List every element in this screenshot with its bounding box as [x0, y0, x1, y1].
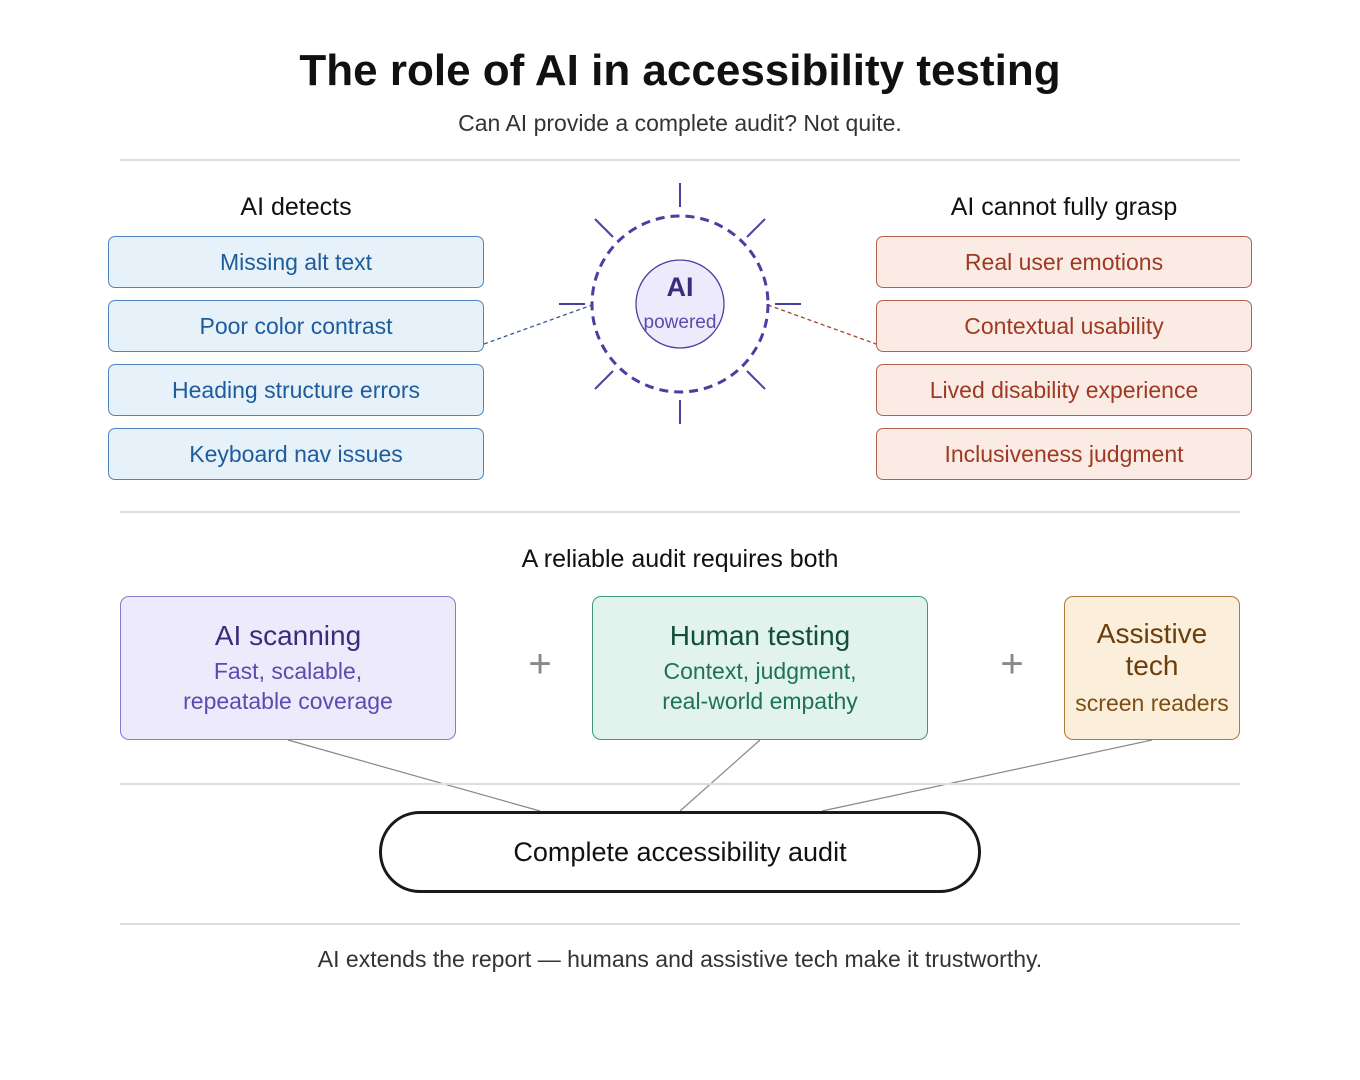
card-assistive-tech: Assistive tech screen readers	[1064, 596, 1240, 740]
detects-item-alt-text: Missing alt text	[108, 236, 484, 288]
connector-detects	[483, 304, 593, 345]
limits-item-usability: Contextual usability	[876, 300, 1252, 352]
ai-badge-label: AI	[666, 272, 694, 302]
card-human-testing: Human testing Context, judgment, real-wo…	[592, 596, 928, 740]
merge-lines	[287, 739, 1153, 812]
footer-note: AI extends the report — humans and assis…	[317, 946, 1043, 972]
divider-top	[120, 159, 1240, 161]
ai-ring	[590, 214, 770, 394]
plus-sign-1: +	[528, 642, 552, 686]
limits-item-experience: Lived disability experience	[876, 364, 1252, 416]
plus-sign-2: +	[1000, 642, 1024, 686]
complete-audit-pill: Complete accessibility audit	[379, 811, 981, 893]
card-ai-scanning: AI scanning Fast, scalable, repeatable c…	[120, 596, 456, 740]
page-title: The role of AI in accessibility testing	[299, 46, 1061, 95]
limits-item-judgment: Inclusiveness judgment	[876, 428, 1252, 480]
card-assistive-tech-title: Assistive tech	[1096, 618, 1208, 681]
detects-item-keyboard: Keyboard nav issues	[108, 428, 484, 480]
connector-limits	[767, 304, 877, 345]
divider-lower	[120, 783, 1240, 785]
detects-item-heading: Heading structure errors	[108, 364, 484, 416]
detects-item-contrast: Poor color contrast	[108, 300, 484, 352]
limits-heading: AI cannot fully grasp	[950, 193, 1178, 221]
limits-item-emotions: Real user emotions	[876, 236, 1252, 288]
card-ai-scanning-subtitle: Fast, scalable, repeatable coverage	[183, 658, 393, 714]
card-human-testing-subtitle: Context, judgment, real-world empathy	[662, 658, 858, 714]
detects-heading: AI detects	[240, 193, 352, 221]
requirements-heading: A reliable audit requires both	[521, 545, 839, 573]
ai-badge-circle	[635, 259, 725, 349]
card-ai-scanning-title: AI scanning	[214, 620, 362, 651]
divider-bottom	[120, 923, 1240, 925]
divider-middle	[120, 511, 1240, 513]
card-assistive-tech-subtitle: screen readers	[1075, 690, 1229, 716]
ai-rays	[559, 183, 801, 424]
card-human-testing-title: Human testing	[669, 620, 851, 651]
ai-badge-sublabel: powered	[643, 312, 717, 333]
page-subtitle: Can AI provide a complete audit? Not qui…	[458, 110, 902, 136]
